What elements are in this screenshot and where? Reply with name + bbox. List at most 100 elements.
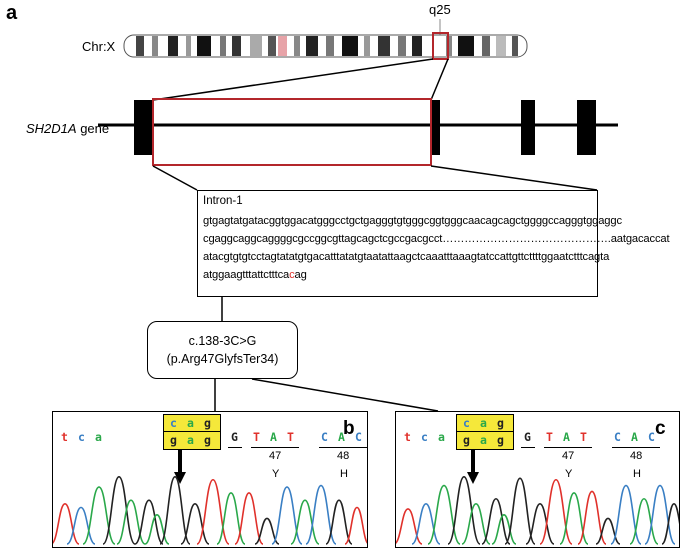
intron-sequence-box: Intron-1 gtgagtatgatacggtggacatgggcctgct… [197,190,670,297]
trace-peak-1 [66,506,96,545]
exon-2 [431,100,440,155]
ref-base-1: a [187,416,194,430]
trace-peak-6 [144,513,170,545]
base-right-0: G [231,430,238,444]
trace-peak-2 [427,484,461,545]
highlight-divider [164,431,220,432]
codon-number-1: 48 [337,450,350,462]
trace-peak-7 [504,477,536,545]
codon-underline-1 [251,447,299,448]
trace-peak-9 [196,478,230,545]
amino-acid-1: H [340,468,348,480]
trace-peak-8 [525,503,555,545]
trace-peak-5 [134,499,164,545]
base-right-3: T [580,430,587,444]
codon-number-0: 47 [562,450,575,462]
ref-base-2: g [204,416,211,430]
ref-base-0: c [463,416,470,430]
base-right-4: C [614,430,621,444]
intron-title: Intron-1 [203,195,243,207]
intron-seq-line-3: atacgtgtgtcctagtatatgtgacatttatatgtaatat… [203,251,610,263]
base-right-6: C [648,430,655,444]
trace-peak-13 [271,486,303,545]
mutated-base: c [289,269,295,281]
intron-zoom-line-right [430,165,598,191]
base-right-4: C [321,430,328,444]
codon-number-0: 47 [269,450,282,462]
codon-underline-2 [612,447,660,448]
chromosome-ideogram [123,34,528,58]
trace-peak-1 [411,503,441,545]
highlight-divider [457,431,513,432]
amino-acid-0: Y [272,468,280,480]
alt-base-1: a [187,433,194,447]
zoom-line-left [152,58,434,101]
trace-peak-8 [180,503,210,545]
chromatogram [53,450,367,545]
trace-peak-17 [344,506,367,545]
chromatogram [396,450,679,545]
variant-arrow [467,450,479,484]
trace-peak-2 [82,486,116,545]
mutation-cdna: c.138-3C>G [188,334,257,348]
codon-number-1: 48 [630,450,643,462]
intron-seq-line-4-tail: ag [294,269,307,281]
trace-peak-11 [234,492,264,545]
intron-seq-line-2: cgaggcaggcaggggcgccggcgttagcagctcgccgacg… [203,233,670,245]
variant-arrow [174,450,186,484]
trace-peak-14 [290,499,320,545]
exon-4 [577,100,596,155]
trace-peak-7 [159,476,191,545]
base-right-1: T [253,430,260,444]
codon-underline-2 [319,447,367,448]
base-right-5: A [338,430,345,444]
codon-underline-1 [544,447,592,448]
mutation-box: c.138-3C>G (p.Arg47GlyfsTer34) [147,321,298,379]
exon-1 [134,100,153,155]
gene-label: SH2D1A gene [26,121,109,136]
gene-suffix: gene [76,121,110,136]
alt-base-0: g [463,433,470,447]
trace-panel-letter: b [343,418,355,439]
intron-seq-line-4-start: atggaagtttattctttca [203,269,290,281]
base-right-2: A [563,430,570,444]
alt-base-2: g [204,433,211,447]
exon-3 [521,100,535,155]
trace-peak-16 [325,499,353,545]
base-left-2: a [438,430,445,444]
alt-base-0: g [170,433,177,447]
band-zoom-box [432,32,449,60]
intron-zoom-line-left [152,165,198,191]
intron-seq-line-1: gtgagtatgatacggtggacatgggcctgctgagggtgtg… [203,215,622,227]
trace-peak-15 [644,484,676,545]
trace-peak-9 [539,478,573,545]
base-left-0: t [404,430,411,444]
chromosome-label: Chr:X [82,39,116,54]
base-right-1: T [546,430,553,444]
trace-peak-16 [661,503,679,545]
intron-seq-line-4: atggaagtttattctttcacag [203,269,307,281]
intron-zoom-box [152,98,432,166]
band-q25-label: q25 [429,2,451,17]
base-right-5: A [631,430,638,444]
mutation-to-c-line [251,378,439,412]
base-left-1: c [78,430,85,444]
trace-peak-14 [629,497,659,545]
trace-peak-4 [461,503,491,545]
trace-peak-6 [491,513,517,545]
trace-panel-letter: c [655,418,666,439]
alt-base-1: a [480,433,487,447]
trace-peak-0 [53,503,80,545]
ref-base-2: g [497,416,504,430]
base-right-0: G [524,430,531,444]
amino-acid-0: Y [565,468,573,480]
trace-peak-3 [447,476,481,545]
base-right-3: T [287,430,294,444]
ref-base-0: c [170,416,177,430]
mutation-protein: (p.Arg47GlyfsTer34) [166,352,279,366]
